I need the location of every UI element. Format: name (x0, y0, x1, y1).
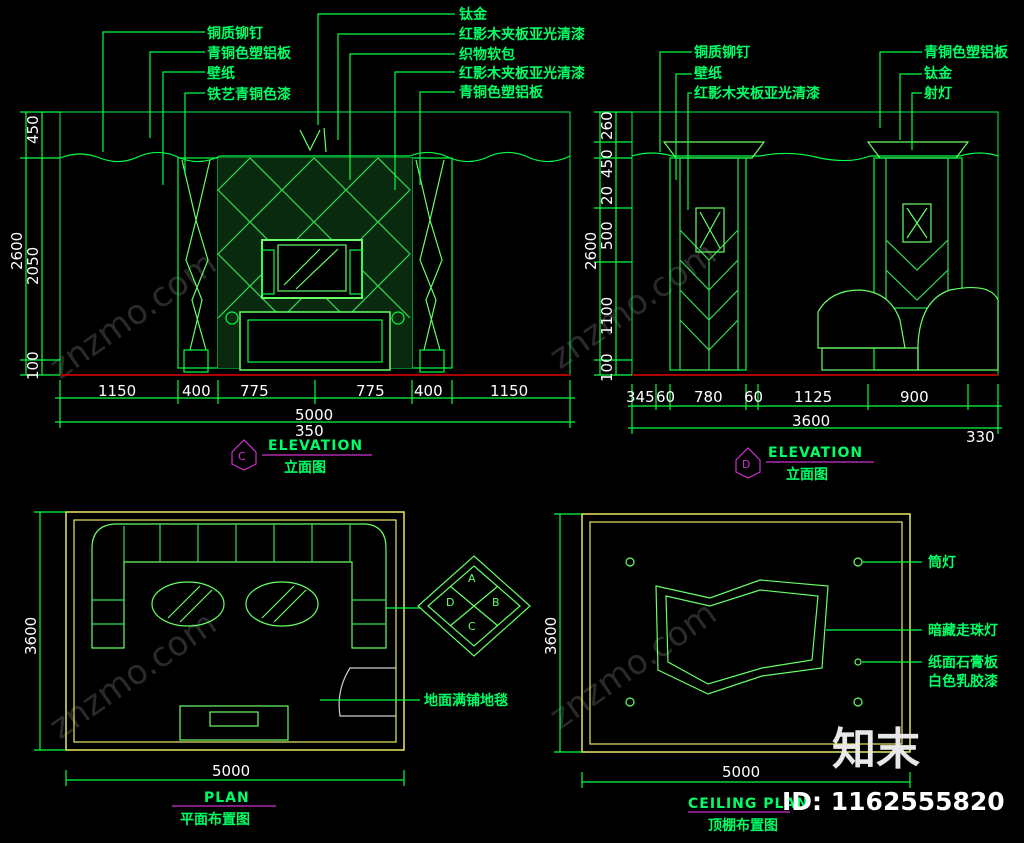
plan-dim-w: 5000 (212, 762, 250, 780)
dim-c-h1: 400 (182, 382, 211, 400)
dim-c-extra: 350 (295, 422, 324, 440)
downlight (853, 697, 863, 707)
dim-d-f: 900 (900, 388, 929, 406)
subtitle-ceiling: 顶棚布置图 (708, 817, 778, 834)
label-ceiling-d: 白色乳胶漆 (928, 673, 998, 690)
brand-logo-text: 知末 (832, 724, 920, 775)
image-id: ID: 1162555820 (782, 787, 1005, 816)
ceiling-outer (581, 513, 911, 753)
sectional-sofa (91, 523, 387, 649)
dim-d-450: 450 (598, 149, 616, 178)
label-c-l4: 铁艺青铜色漆 (207, 86, 291, 103)
compass-c: C (468, 620, 476, 633)
elevation-d (594, 51, 1002, 479)
label-ceiling-a: 筒灯 (928, 554, 956, 571)
sofa-right-arm (917, 287, 999, 371)
label-c-l3: 壁纸 (207, 65, 235, 82)
dim-d-100: 100 (598, 353, 616, 382)
label-d-r1: 青铜色塑铝板 (924, 44, 1009, 61)
label-d-l2: 壁纸 (694, 65, 722, 82)
dim-c-h4: 400 (414, 382, 443, 400)
ceiling-plan (554, 513, 922, 813)
subtitle-d: 立面图 (786, 466, 828, 483)
coffee-table-right (245, 581, 319, 627)
dim-c-450: 450 (24, 115, 42, 144)
dim-d-260: 260 (598, 111, 616, 140)
label-ceiling-c: 纸面石膏板 (928, 654, 999, 671)
dim-d-20: 20 (598, 186, 616, 205)
coffee-table-left (151, 581, 225, 627)
dim-d-2600: 2600 (582, 232, 600, 270)
marker-c: C (238, 450, 246, 463)
downlight (625, 697, 635, 707)
label-d-l1: 铜质铆钉 (694, 44, 750, 61)
watermark-site: znzmo.com (542, 593, 724, 737)
label-d-r2: 钛金 (924, 65, 953, 82)
dim-c-2050: 2050 (24, 247, 42, 285)
sofa-left-arm (817, 289, 906, 349)
label-d-r3: 射灯 (923, 85, 952, 102)
label-ceiling-b: 暗藏走珠灯 (928, 622, 998, 639)
dim-c-total: 5000 (295, 406, 333, 424)
label-c-r5: 青铜色塑铝板 (459, 84, 544, 101)
dim-c-h5: 1150 (490, 382, 528, 400)
dim-c-h3: 775 (356, 382, 385, 400)
dim-c-h0: 1150 (98, 382, 136, 400)
dim-c-2600: 2600 (8, 232, 26, 270)
dim-d-d: 60 (744, 388, 763, 406)
cornice-line (59, 151, 571, 163)
dim-d-c: 780 (694, 388, 723, 406)
tv-cabinet-plan (179, 705, 289, 741)
dim-d-extra: 330 (966, 428, 995, 446)
downlight (625, 557, 635, 567)
label-c-r4: 红影木夹板亚光清漆 (459, 65, 585, 82)
title-d: ELEVATION (768, 445, 863, 461)
ceiling-dim-w: 5000 (722, 763, 760, 781)
title-ceiling: CEILING PLAN (688, 796, 809, 812)
title-c: ELEVATION (268, 438, 363, 454)
dim-d-500: 500 (598, 221, 616, 250)
elevation-c-text: 铜质铆钉 青铜色塑铝板 壁纸 铁艺青铜色漆 钛金 红影木夹板亚光清漆 织物软包 … (8, 6, 585, 476)
dim-c-h2: 775 (240, 382, 269, 400)
dim-c-100: 100 (24, 351, 42, 380)
compass-diamond (417, 555, 531, 657)
elevation-c (20, 13, 575, 471)
door-swing (338, 667, 396, 717)
tv-cabinet (239, 311, 391, 371)
dim-d-1100: 1100 (598, 297, 616, 335)
marker-d: D (742, 458, 750, 471)
floor-plan-text: 3600 5000 地面满铺地毯 A B C D PLAN 平面布置图 (22, 572, 508, 828)
label-c-r3: 织物软包 (459, 46, 515, 63)
floor-plan (34, 511, 531, 807)
label-d-l3: 红影木夹板亚光清漆 (694, 85, 820, 102)
plan-outer-wall (65, 511, 405, 751)
subtitle-plan: 平面布置图 (180, 811, 250, 828)
brand-watermark: 知末 ID: 1162555820 (782, 724, 1005, 816)
downlight (853, 557, 863, 567)
elevation-d-text: 铜质铆钉 壁纸 红影木夹板亚光清漆 青铜色塑铝板 钛金 射灯 260 450 2… (582, 44, 1009, 483)
label-c-r2: 红影木夹板亚光清漆 (459, 26, 585, 43)
label-c-l2: 青铜色塑铝板 (207, 45, 292, 62)
dim-d-b: 60 (656, 388, 675, 406)
title-plan: PLAN (204, 790, 250, 806)
compass-a: A (468, 572, 476, 585)
compass-d: D (446, 596, 454, 609)
label-carpet: 地面满铺地毯 (424, 692, 508, 709)
dim-d-e: 1125 (794, 388, 832, 406)
ceiling-dim-h: 3600 (542, 617, 560, 655)
ceiling-soffit (655, 579, 829, 695)
label-c-l1: 铜质铆钉 (207, 25, 263, 42)
subtitle-c: 立面图 (284, 459, 326, 476)
tv-unit (261, 239, 363, 299)
ceiling-plan-text: 3600 5000 筒灯 暗藏走珠灯 纸面石膏板 白色乳胶漆 CEILING P… (542, 554, 999, 834)
dim-d-total: 3600 (792, 412, 830, 430)
label-c-r1: 钛金 (459, 6, 488, 23)
plan-dim-h: 3600 (22, 617, 40, 655)
dim-d-a: 345 (626, 388, 655, 406)
compass-b: B (492, 596, 500, 609)
